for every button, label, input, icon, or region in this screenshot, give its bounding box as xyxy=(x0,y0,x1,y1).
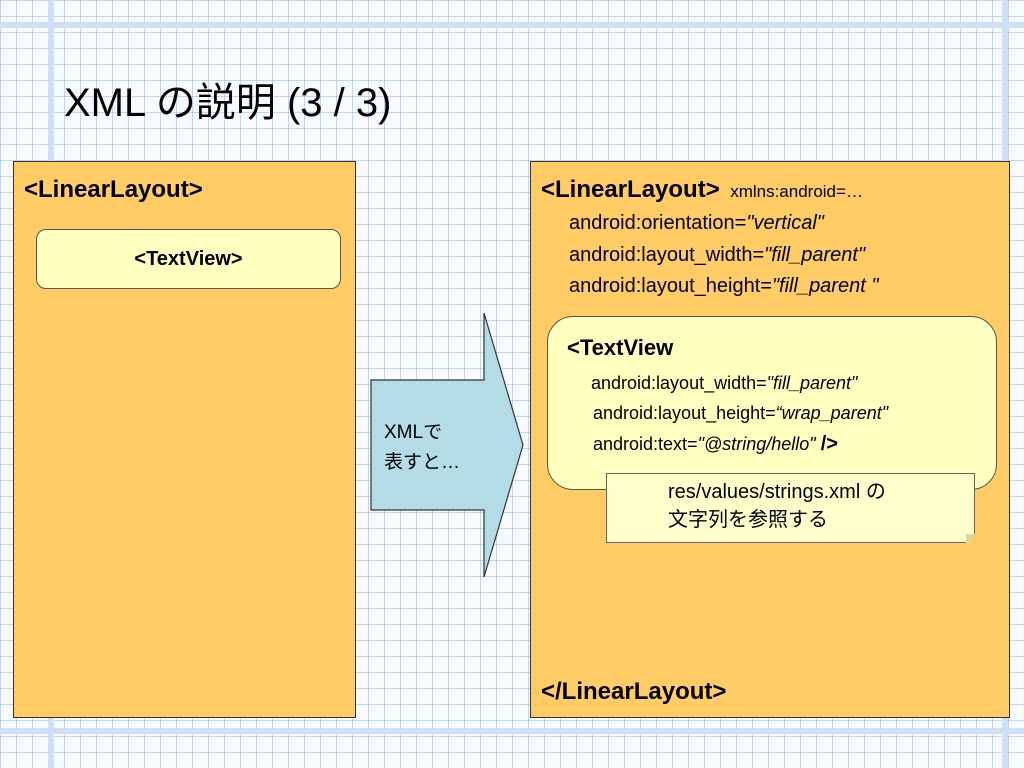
left-linearlayout-tag: <LinearLayout> xyxy=(24,176,203,203)
right-linearlayout-open-line: <LinearLayout> xmlns:android=… xyxy=(541,176,863,204)
strings-note-text: res/values/strings.xml の 文字列を参照する xyxy=(668,478,886,534)
decor-bar-top xyxy=(0,22,1024,28)
slide-title: XML の説明 (3 / 3) xyxy=(64,81,392,125)
attr-name: android:text= xyxy=(593,434,698,454)
attr-name: android:layout_height= xyxy=(593,403,776,423)
arrow-label-line1: XMLで xyxy=(384,422,443,443)
xmlns-attr: xmlns:android=… xyxy=(730,182,863,201)
right-linearlayout-close-tag: </LinearLayout> xyxy=(541,678,727,705)
right-textview-open: <TextView xyxy=(567,335,674,360)
arrow-label: XMLで 表すと… xyxy=(384,418,460,478)
left-textview-box: <TextView> xyxy=(36,229,341,289)
arrow-label-line2: 表すと… xyxy=(384,452,461,473)
attr-name: android:layout_width= xyxy=(591,373,767,393)
note-line1: res/values/strings.xml の xyxy=(668,481,886,503)
layout-height-attr: android:layout_height="fill_parent " xyxy=(569,275,878,298)
note-fold-corner xyxy=(966,534,976,544)
attr-name: android:layout_width= xyxy=(569,244,765,266)
attr-value: "@string/hello" xyxy=(697,434,821,454)
attr-value: "fill_parent" xyxy=(764,244,866,266)
note-line2: 文字列を参照する xyxy=(668,509,828,531)
attr-value: "fill_parent " xyxy=(771,275,879,297)
attr-value: "vertical" xyxy=(746,212,824,234)
attr-value: "fill_parent" xyxy=(766,373,858,393)
strings-note-box xyxy=(606,473,975,543)
tv-layout-height-attr: android:layout_height=“wrap_parent" xyxy=(593,403,888,424)
right-arrow-icon xyxy=(370,312,524,578)
self-close-tag: /> xyxy=(820,433,838,455)
tv-layout-width-attr: android:layout_width="fill_parent" xyxy=(591,373,857,394)
attr-value: “wrap_parent" xyxy=(775,403,889,423)
left-textview-tag: <TextView> xyxy=(134,247,243,270)
tv-text-attr: android:text="@string/hello" /> xyxy=(593,433,838,456)
orientation-attr: android:orientation="vertical" xyxy=(569,212,824,235)
right-textview-box xyxy=(547,316,997,490)
layout-width-attr: android:layout_width="fill_parent" xyxy=(569,244,865,267)
right-linearlayout-tag: <LinearLayout> xyxy=(541,176,720,203)
left-linearlayout-panel: <LinearLayout> <TextView> xyxy=(13,161,356,718)
decor-bar-bottom xyxy=(0,728,1024,734)
attr-name: android:layout_height= xyxy=(569,275,772,297)
attr-name: android:orientation= xyxy=(569,212,747,234)
